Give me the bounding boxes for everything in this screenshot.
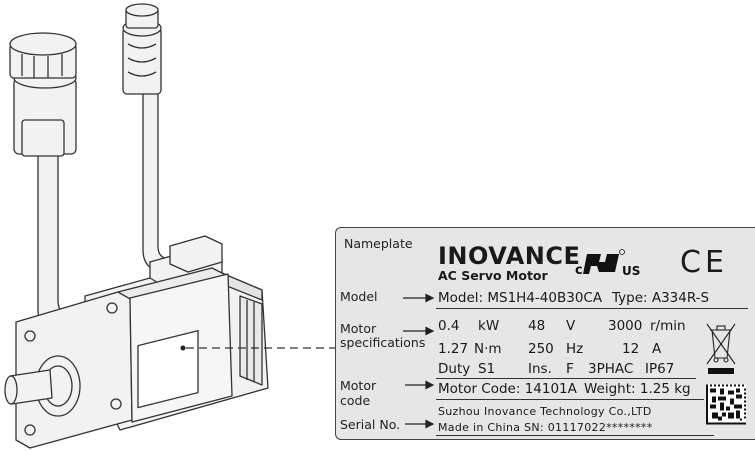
label-nameplate: Nameplate (344, 236, 413, 251)
ul-mark-icon: c US (575, 249, 640, 278)
spec-duty-value: S1 (478, 361, 496, 377)
motor-code-value: Motor Code: 14101A (438, 381, 577, 397)
label-model: Model (340, 289, 378, 304)
ce-mark-icon: CE (680, 245, 728, 280)
label-motor-code-1: Motor (340, 378, 377, 393)
spec-current-unit: A (652, 341, 662, 357)
encoder-connector-body (122, 27, 162, 95)
spec-current-value: 12 (622, 341, 640, 357)
servo-motor-illustration (4, 3, 335, 449)
type-value: Type: A334R-S (612, 290, 710, 306)
label-motor-spec-2: specifications (340, 335, 426, 350)
spec-speed-value: 3000 (608, 318, 643, 334)
spec-voltage-value: 48 (528, 318, 546, 334)
product-subtitle: AC Servo Motor (438, 268, 548, 283)
spec-voltage-unit: V (566, 318, 576, 334)
spec-underline (436, 378, 696, 379)
svg-text:c: c (575, 263, 583, 278)
serial-underline (436, 435, 714, 436)
spec-ip-rating: IP67 (645, 361, 675, 377)
spec-frequency-value: 250 (528, 341, 554, 357)
model-underline (436, 308, 748, 309)
spec-torque-unit: N·m (474, 341, 502, 357)
spec-phase-value: 3PHAC (588, 361, 634, 377)
spec-power-unit: kW (478, 318, 500, 334)
spec-frequency-unit: Hz (566, 341, 584, 357)
spec-insulation-value: F (566, 361, 574, 377)
nameplate-panel (335, 227, 755, 440)
label-motor-spec-1: Motor (340, 321, 377, 336)
motor-code-underline (436, 399, 704, 400)
spec-torque-value: 1.27 (438, 341, 469, 357)
label-serial-no: Serial No. (340, 417, 401, 432)
ul-us-text: US (622, 264, 640, 278)
spec-power-value: 0.4 (438, 318, 460, 334)
label-motor-code-2: code (340, 393, 371, 408)
company-name: Suzhou Inovance Technology Co.,LTD (438, 405, 652, 418)
weight-value: Weight: 1.25 kg (584, 381, 691, 397)
spec-speed-unit: r/min (650, 318, 686, 334)
spec-duty-label: Duty (438, 361, 471, 377)
label-arrows (403, 293, 435, 429)
spec-insulation-label: Ins. (528, 361, 552, 377)
data-matrix-code (706, 384, 746, 425)
model-value: Model: MS1H4-40B30CA (438, 290, 603, 306)
brand-logo-text: INOVANCE (438, 242, 581, 270)
serial-number: Made in China SN: 01117022******** (438, 421, 653, 434)
weee-bin-icon (706, 323, 736, 374)
